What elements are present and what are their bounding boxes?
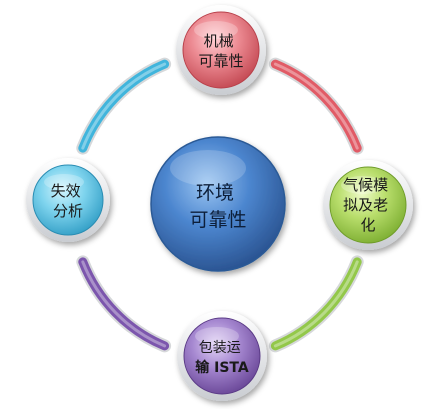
node-packaging-label: 包装运 输 ISTA <box>195 340 249 376</box>
node-failure-line-2: 分析 <box>53 202 83 220</box>
ring-arc-mechanical-climate <box>270 59 362 153</box>
ring-arc-packaging-failure <box>78 257 170 351</box>
node-failure-label: 失效 分析 <box>51 182 86 220</box>
node-packaging-transport-ista: 包装运 输 ISTA <box>177 311 267 401</box>
ring-arc-shadow-failure-mechanical <box>76 57 172 155</box>
center-label-line-2: 可靠性 <box>189 209 246 231</box>
center-label-line-1: 环境 <box>196 182 234 204</box>
center-node-environmental-reliability <box>150 136 286 272</box>
center-label: 环境 可靠性 <box>189 182 246 231</box>
node-mechanical-line-1: 机械 <box>204 32 234 50</box>
ring-arc-highlight-packaging-failure <box>81 260 167 348</box>
node-failure-line-1: 失效 <box>51 182 81 200</box>
node-mechanical-line-2: 可靠性 <box>198 52 243 70</box>
ring-arc-shadow-mechanical-climate <box>268 57 364 155</box>
ring-arc-shadow-climate-packaging <box>268 255 364 353</box>
ring-arc-failure-mechanical <box>78 59 170 153</box>
node-packaging-line-1: 包装运 <box>199 340 241 356</box>
node-climate-label: 气候模 拟及老 化 <box>343 176 393 234</box>
node-climate-line-2: 拟及老 <box>343 196 388 214</box>
node-climate-simulation-aging: 气候模 拟及老 化 <box>323 160 413 250</box>
ring-arc-highlight-climate-packaging <box>273 260 359 348</box>
ring-arc-highlight-failure-mechanical <box>81 62 167 150</box>
node-mechanical-reliability: 机械 可靠性 <box>176 5 266 95</box>
node-climate-line-3: 化 <box>360 216 375 234</box>
node-packaging-line-2: 输 ISTA <box>195 359 249 376</box>
node-climate-line-1: 气候模 <box>343 176 388 194</box>
connecting-ring <box>76 57 364 353</box>
ring-arc-climate-packaging <box>270 257 362 351</box>
ring-arc-highlight-mechanical-climate <box>273 62 359 150</box>
ring-arc-shadow-packaging-failure <box>76 255 172 353</box>
node-failure-analysis: 失效 分析 <box>26 158 110 242</box>
node-mechanical-label: 机械 可靠性 <box>198 32 243 70</box>
